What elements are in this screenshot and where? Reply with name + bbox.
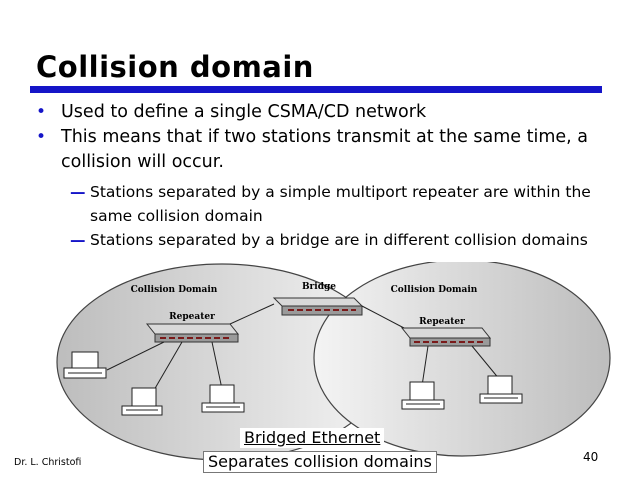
right-repeater-label: Repeater [419,317,465,327]
bridge-label: Bridge [302,282,336,292]
workstation-right-2 [479,375,523,404]
sub-bullet-item: —Stations separated by a simple multipor… [70,180,620,228]
right-repeater-device [400,327,492,347]
right-collision-domain [313,262,611,457]
workstation-right-1 [401,381,445,410]
bullet-item: •This means that if two stations transmi… [36,127,589,172]
dash-icon: — [70,183,86,201]
sub-bullet-list: —Stations separated by a simple multipor… [70,180,620,252]
bullet-dot-icon: • [36,102,47,122]
page-number: 40 [583,450,599,464]
bridge-device [272,297,364,316]
left-domain-label: Collision Domain [131,285,218,295]
title-underline [30,86,602,93]
bullet-dot-icon: • [36,127,47,147]
caption-subtitle: Separates collision domains [203,451,437,473]
bridged-ethernet-diagram: Collision Domain Collision Domain Bridge… [56,262,611,461]
workstation-left-2 [121,387,163,416]
dash-icon: — [70,231,86,249]
bullet-item: •Used to define a single CSMA/CD network [36,100,616,125]
workstation-left-3 [201,384,245,413]
left-repeater-device [145,323,240,343]
bullet-list: •Used to define a single CSMA/CD network… [36,100,616,175]
caption-title: Bridged Ethernet [240,428,385,448]
sub-bullet-item: —Stations separated by a bridge are in d… [70,228,620,252]
workstation-left-1 [63,351,107,379]
footer-author: Dr. L. Christofi [14,457,82,468]
slide-title: Collision domain [36,50,314,84]
right-domain-label: Collision Domain [391,285,478,295]
left-repeater-label: Repeater [169,312,215,322]
